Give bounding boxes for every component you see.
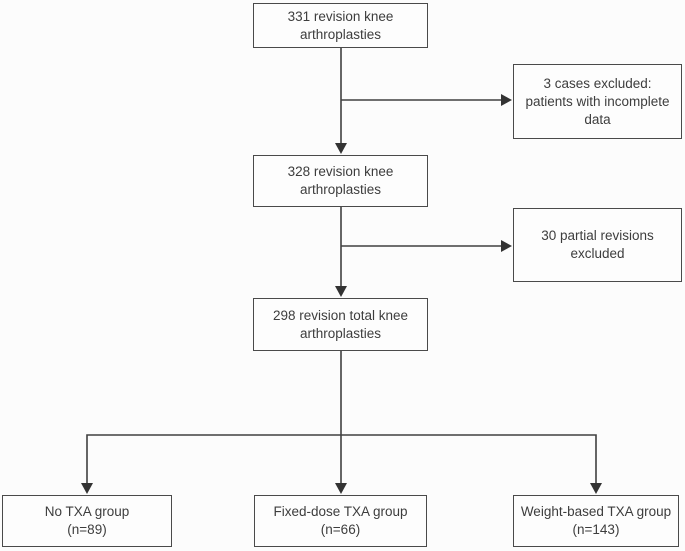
node-text-line: patients with incomplete: [525, 93, 670, 109]
node-text-line: 3 cases excluded:: [543, 75, 652, 91]
node-text-line: data: [584, 111, 611, 127]
node-text-line: No TXA group: [44, 504, 130, 519]
node-text-line: arthroplasties: [299, 325, 382, 341]
node-text-line: Weight-based TXA group: [520, 504, 672, 519]
node-group-fixed-dose-txa: Fixed-dose TXA group (n=66): [254, 495, 427, 547]
node-text-line: arthroplasties: [299, 26, 382, 42]
node-cohort-initial: 331 revision knee arthroplasties: [253, 3, 428, 48]
node-text-line: (n=66): [320, 522, 361, 537]
node-text-line: Fixed-dose TXA group: [273, 504, 408, 519]
node-text-line: arthroplasties: [299, 182, 382, 197]
node-text-line: 30 partial revisions: [541, 228, 654, 243]
arrowhead-down-298: [335, 286, 347, 297]
split-bar-line: [86, 434, 597, 484]
node-text-line: 298 revision total knee: [272, 307, 409, 323]
node-text-line: 331 revision knee: [287, 8, 394, 24]
arrowhead-down-no-txa: [81, 483, 93, 494]
arrowhead-right-excluded-incomplete: [501, 94, 512, 106]
node-text-line: 328 revision knee: [287, 164, 394, 179]
node-excluded-partial-revisions: 30 partial revisions excluded: [513, 208, 682, 282]
node-text-line: excluded: [570, 246, 625, 261]
arrowhead-down-weight-based: [590, 483, 602, 494]
node-text-line: (n=89): [67, 522, 107, 537]
arrowhead-down-fixed-dose: [335, 483, 347, 494]
arrowhead-right-excluded-partial: [501, 240, 512, 252]
node-cohort-after-exclusion: 328 revision knee arthroplasties: [253, 155, 428, 207]
arrowhead-down-328: [335, 143, 347, 154]
node-group-no-txa: No TXA group (n=89): [2, 495, 172, 547]
node-text-line: (n=143): [572, 522, 620, 537]
node-excluded-incomplete-data: 3 cases excluded: patients with incomple…: [513, 64, 682, 139]
node-cohort-total-knee: 298 revision total knee arthroplasties: [253, 298, 428, 351]
node-group-weight-based-txa: Weight-based TXA group (n=143): [513, 495, 679, 547]
